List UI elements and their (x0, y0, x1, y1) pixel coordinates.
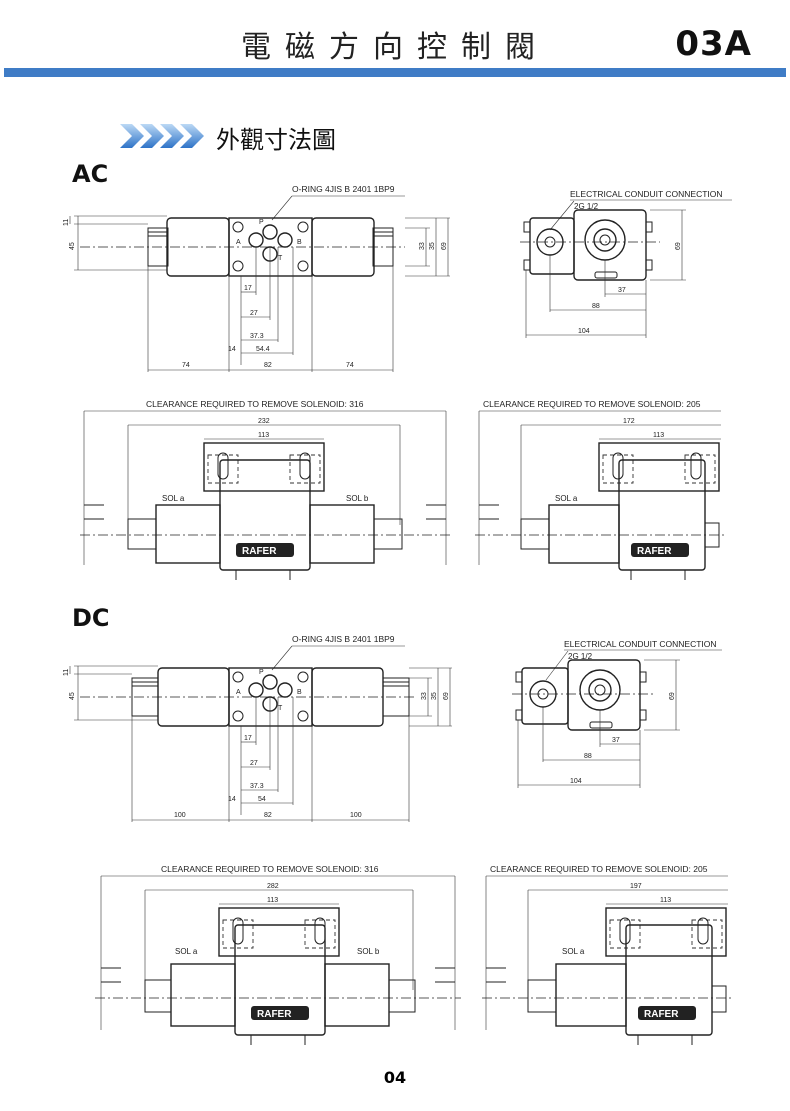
dc-port-a: A (236, 689, 241, 696)
dc-dim-45: 45 (69, 692, 76, 700)
ac-label: AC (72, 160, 109, 188)
ac-dim-69: 69 (441, 242, 448, 250)
ac-single-solenoid-view: CLEARANCE REQUIRED TO REMOVE SOLENOID: 2… (475, 399, 725, 580)
ac-dim-33: 33 (419, 242, 426, 250)
ac-brand-badge: RAFER (242, 546, 277, 557)
ac-end-dim-104: 104 (578, 328, 590, 335)
ac-port-a: A (236, 239, 241, 246)
header-bar (4, 68, 786, 77)
ac-sol-b: SOL b (346, 494, 369, 503)
dc-dim-69: 69 (443, 692, 450, 700)
ac-dim-373: 37.3 (250, 333, 264, 340)
ac-port-t: T (278, 255, 283, 262)
dc-double-w1: 282 (267, 883, 279, 890)
ac-conduit-label: ELECTRICAL CONDUIT CONNECTION (570, 189, 723, 199)
ac-port-b: B (297, 239, 302, 246)
dc-conduit-label: ELECTRICAL CONDUIT CONNECTION (564, 639, 717, 649)
dc-clear-double: CLEARANCE REQUIRED TO REMOVE SOLENOID: 3… (161, 864, 379, 874)
ac-single-w1: 172 (623, 418, 635, 425)
dc-single-w2: 113 (660, 897, 671, 904)
dc-single-sol-a: SOL a (562, 947, 585, 956)
dc-sol-a: SOL a (175, 947, 198, 956)
ac-dim-35: 35 (429, 242, 436, 250)
ac-sol-a: SOL a (162, 494, 185, 503)
dc-dim-373: 37.3 (250, 783, 264, 790)
dc-dim-11: 11 (63, 669, 70, 676)
ac-clear-double: CLEARANCE REQUIRED TO REMOVE SOLENOID: 3… (146, 399, 364, 409)
ac-oring-label: O-RING 4JIS B 2401 1BP9 (292, 184, 395, 194)
page-number: 04 (383, 1068, 407, 1087)
dc-double-w2: 113 (267, 897, 278, 904)
dc-port-t: T (278, 705, 283, 712)
ac-double-solenoid-view: CLEARANCE REQUIRED TO REMOVE SOLENOID: 3… (80, 399, 450, 580)
ac-port-p: P (259, 219, 264, 226)
section-arrows-icon (120, 124, 204, 148)
ac-dim-14: 14 (228, 346, 236, 353)
dc-sol-b: SOL b (357, 947, 380, 956)
ac-dim-left: 74 (182, 362, 190, 369)
dc-port-b: B (297, 689, 302, 696)
ac-dim-27: 27 (250, 310, 258, 317)
ac-side-view: O-RING 4JIS B 2401 1BP9 P A B T 11 45 33… (63, 184, 450, 372)
dc-label: DC (72, 604, 110, 632)
section-title: 外觀寸法圖 (216, 126, 336, 154)
dc-single-w1: 197 (630, 883, 642, 890)
ac-dim-right: 74 (346, 362, 354, 369)
ac-dim-11: 11 (63, 219, 70, 226)
dc-port-p: P (259, 669, 264, 676)
ac-end-view: ELECTRICAL CONDUIT CONNECTION 2G 1/2 69 … (520, 189, 732, 338)
ac-dim-544: 54.4 (256, 346, 270, 353)
dc-brand-badge: RAFER (257, 1009, 292, 1020)
dc-end-dim-37: 37 (612, 737, 620, 744)
ac-dim-17: 17 (244, 285, 252, 292)
dc-dim-14: 14 (228, 796, 236, 803)
dc-end-dim-69: 69 (669, 692, 676, 700)
dc-double-solenoid-view: CLEARANCE REQUIRED TO REMOVE SOLENOID: 3… (95, 864, 461, 1045)
ac-single-sol-a: SOL a (555, 494, 578, 503)
ac-single-w2: 113 (653, 432, 664, 439)
dc-dim-54: 54 (258, 796, 266, 803)
ac-clear-single: CLEARANCE REQUIRED TO REMOVE SOLENOID: 2… (483, 399, 701, 409)
ac-thread-label: 2G 1/2 (574, 202, 599, 211)
dc-end-dim-104: 104 (570, 778, 582, 785)
ac-dim-mid: 82 (264, 362, 272, 369)
dc-end-view: ELECTRICAL CONDUIT CONNECTION 2G 1/2 69 … (512, 639, 722, 788)
ac-single-brand-badge: RAFER (637, 546, 672, 557)
dc-dim-27: 27 (250, 760, 258, 767)
dc-dim-left: 100 (174, 812, 186, 819)
ac-double-w2: 113 (258, 432, 269, 439)
ac-end-dim-37: 37 (618, 287, 626, 294)
ac-double-w1: 232 (258, 418, 270, 425)
model-code: 03A (675, 24, 752, 64)
dc-dim-17: 17 (244, 735, 252, 742)
dc-single-solenoid-view: CLEARANCE REQUIRED TO REMOVE SOLENOID: 2… (482, 864, 732, 1045)
dc-clear-single: CLEARANCE REQUIRED TO REMOVE SOLENOID: 2… (490, 864, 708, 874)
dc-dim-35: 35 (431, 692, 438, 700)
page-title: 電磁方向控制閥 (241, 30, 549, 65)
dc-oring-label: O-RING 4JIS B 2401 1BP9 (292, 634, 395, 644)
dc-dim-right: 100 (350, 812, 362, 819)
ac-end-dim-69: 69 (675, 242, 682, 250)
dc-side-view: O-RING 4JIS B 2401 1BP9 P A B T 11 45 33… (63, 634, 452, 822)
dc-dim-mid: 82 (264, 812, 272, 819)
dc-single-brand-badge: RAFER (644, 1009, 679, 1020)
dc-dim-33: 33 (421, 692, 428, 700)
dc-end-dim-88: 88 (584, 753, 592, 760)
dc-thread-label: 2G 1/2 (568, 652, 593, 661)
ac-dim-45: 45 (69, 242, 76, 250)
ac-end-dim-88: 88 (592, 303, 600, 310)
